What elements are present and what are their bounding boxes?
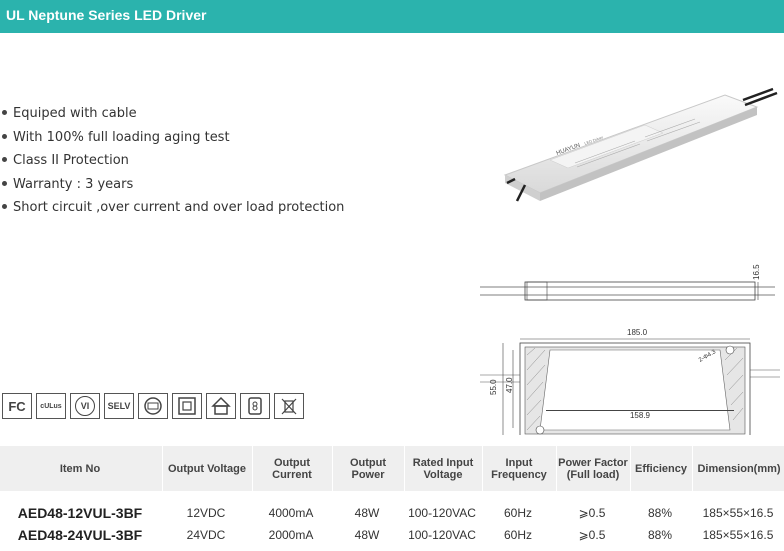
ip-protection-icon — [138, 393, 168, 419]
cell-output-current: 4000mA — [268, 506, 314, 520]
cell-output-power: 48W — [354, 506, 380, 520]
header-input-frequency: Input Frequency — [482, 446, 555, 491]
cell-power-factor: ⩾0.5 — [578, 528, 606, 542]
cell-output-voltage: 24VDC — [186, 528, 226, 542]
feature-item: Class II Protection — [2, 153, 344, 177]
cell-efficiency: 88% — [647, 506, 673, 520]
feature-item: Warranty : 3 years — [2, 177, 344, 201]
header-output-voltage: Output Voltage — [162, 446, 251, 491]
header-rated-input-voltage: Rated Input Voltage — [404, 446, 481, 491]
bullet-icon — [2, 204, 7, 210]
feature-list: Equiped with cable With 100% full loadin… — [2, 106, 344, 224]
ul-icon: cULus — [36, 393, 66, 419]
cell-input-voltage: 100-120VAC — [408, 506, 476, 520]
safety-transformer-icon — [240, 393, 270, 419]
dimension-drawing: 16.5 185.0 2-Φ4.3 55.0 47.0 — [480, 264, 780, 435]
cell-efficiency: 88% — [647, 528, 673, 542]
fcc-icon: FC — [2, 393, 32, 419]
certification-marks: FC cULus VI SELV — [2, 393, 304, 419]
cell-input-voltage: 100-120VAC — [408, 528, 476, 542]
header-output-current: Output Current — [252, 446, 331, 491]
header-item-no: Item No — [59, 462, 101, 475]
height-dimension: 16.5 — [752, 264, 761, 280]
cell-dimension: 185×55×16.5 — [702, 528, 774, 542]
cell-dimension: 185×55×16.5 — [702, 506, 774, 520]
feature-item: With 100% full loading aging test — [2, 130, 344, 154]
length-dimension: 185.0 — [627, 328, 648, 337]
cell-output-power: 48W — [354, 528, 380, 542]
bullet-icon — [2, 157, 7, 163]
cell-input-frequency: 60Hz — [503, 528, 532, 542]
spec-table-header: Item No Output Voltage Output Current Ou… — [0, 446, 784, 491]
page-title: UL Neptune Series LED Driver — [6, 7, 207, 23]
bullet-icon — [2, 133, 7, 139]
hole-spacing-dimension: 158.9 — [540, 410, 740, 420]
page-header: UL Neptune Series LED Driver — [0, 0, 784, 33]
bullet-icon — [2, 110, 7, 115]
table-row: AED48-24VUL-3BF 24VDC 2000mA 48W 100-120… — [0, 524, 784, 546]
product-label: LED Driver — [584, 134, 605, 146]
product-image: HUAYUN LED Driver — [503, 87, 778, 202]
cell-item-no: AED48-24VUL-3BF — [17, 527, 143, 543]
cell-output-current: 2000mA — [268, 528, 314, 542]
selv-icon: SELV — [104, 393, 134, 419]
header-power-factor: Power Factor (Full load) — [556, 446, 629, 491]
table-row: AED48-12VUL-3BF 12VDC 4000mA 48W 100-120… — [0, 502, 784, 524]
weee-bin-icon — [274, 393, 304, 419]
feature-item: Short circuit ,over current and over loa… — [2, 200, 344, 224]
cell-item-no: AED48-12VUL-3BF — [17, 505, 143, 521]
header-output-power: Output Power — [332, 446, 403, 491]
indoor-use-icon — [206, 393, 236, 419]
cell-power-factor: ⩾0.5 — [578, 506, 606, 520]
cell-output-voltage: 12VDC — [186, 506, 226, 520]
bullet-icon — [2, 180, 7, 186]
feature-item: Equiped with cable — [2, 106, 344, 130]
width-inner-dimension: 47.0 — [505, 377, 514, 393]
width-outer-dimension: 55.0 — [489, 379, 498, 395]
header-dimension: Dimension(mm) — [692, 446, 784, 491]
vi-efficiency-icon: VI — [70, 393, 100, 419]
cell-input-frequency: 60Hz — [503, 506, 532, 520]
class-ii-icon — [172, 393, 202, 419]
header-efficiency: Efficiency — [630, 446, 691, 491]
